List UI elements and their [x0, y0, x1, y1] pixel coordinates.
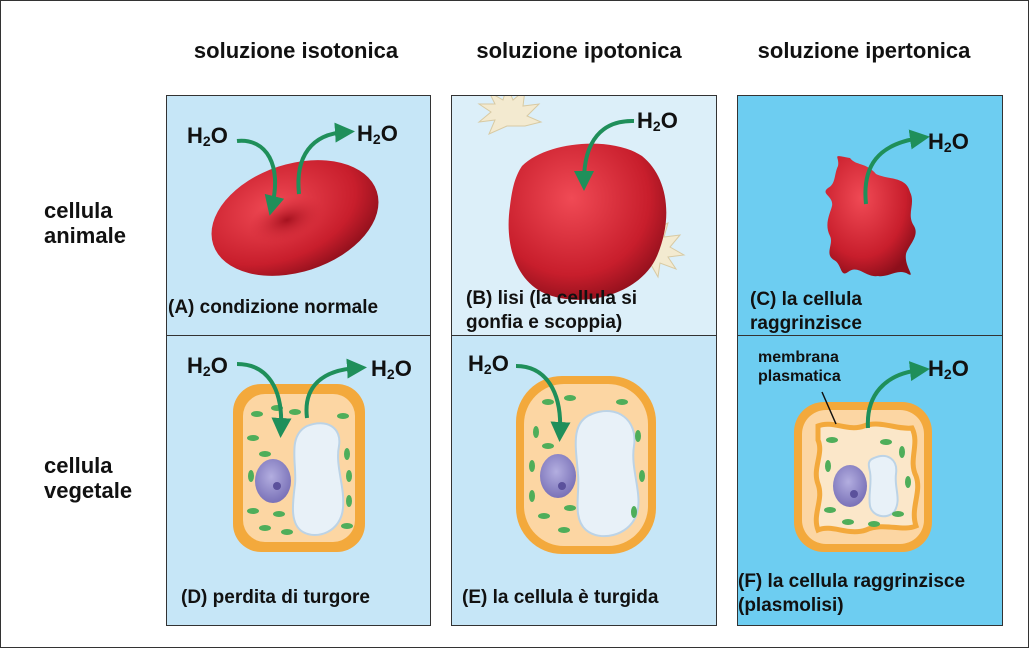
water-out-arrow	[296, 122, 355, 195]
water-o: O	[951, 356, 969, 381]
chloroplasts	[824, 437, 911, 527]
panel-c-hypertonic-animal: H2O (C) la cellula raggrinzisce	[737, 95, 1003, 336]
water-out-arrow	[863, 129, 930, 205]
chloroplasts	[247, 405, 353, 535]
panel-e-hypotonic-plant: H2O (E) la cellula è turgida	[451, 335, 717, 626]
row-header-plant: cellula vegetale	[44, 453, 132, 503]
panel-b-hypotonic-animal: H2O (B) lisi (la cellula si gonfia e sco…	[451, 95, 717, 336]
water-in-arrow	[236, 362, 292, 438]
panel-d-isotonic-plant: H2O H2O (D) perdita di turgore	[166, 335, 431, 626]
lysis-debris-left	[477, 96, 543, 135]
row-header-plant-line1: cellula	[44, 453, 113, 478]
row-header-animal: cellula animale	[44, 198, 126, 248]
caption-d: (D) perdita di turgore	[181, 586, 370, 610]
water-2: 2	[943, 139, 952, 155]
water-h: H	[468, 351, 484, 376]
water-label-in: H2O	[637, 108, 678, 134]
water-2: 2	[943, 366, 952, 382]
column-header-isotonic: soluzione isotonica	[193, 38, 399, 63]
caption-f-line2: (plasmolisi)	[738, 595, 844, 616]
caption-d-line1: (D) perdita di turgore	[181, 587, 370, 608]
water-label-out: H2O	[928, 356, 969, 382]
row-header-plant-line2: vegetale	[44, 478, 133, 503]
column-header-hypotonic: soluzione ipotonica	[476, 38, 682, 63]
nucleus	[540, 454, 576, 498]
water-o: O	[210, 353, 228, 378]
water-h: H	[357, 121, 373, 146]
nucleolus	[850, 490, 858, 498]
caption-e: (E) la cellula è turgida	[462, 586, 658, 610]
water-o: O	[380, 121, 398, 146]
caption-b: (B) lisi (la cellula si gonfia e scoppia…	[466, 287, 637, 335]
water-2: 2	[202, 133, 211, 149]
nucleus	[255, 459, 291, 503]
caption-c-line1: (C) la cellula	[750, 289, 862, 310]
water-label-in: H2O	[187, 123, 228, 149]
chloroplasts	[529, 395, 645, 533]
caption-f: (F) la cellula raggrinzisce (plasmolisi)	[738, 570, 965, 618]
central-vacuole	[291, 422, 345, 536]
water-h: H	[187, 123, 203, 148]
caption-e-line1: (E) la cellula è turgida	[462, 587, 659, 608]
membrane-label-line	[821, 391, 837, 425]
membrane-label-line2: plasmatica	[758, 368, 841, 385]
caption-c-line2: raggrinzisce	[750, 313, 862, 334]
water-h: H	[371, 356, 387, 381]
caption-a-line1: (A) condizione normale	[168, 297, 379, 318]
water-in-arrow	[515, 364, 571, 442]
water-2: 2	[386, 366, 395, 382]
water-o: O	[210, 123, 228, 148]
water-label-out: H2O	[371, 356, 412, 382]
central-vacuole	[574, 410, 640, 538]
nucleolus	[558, 482, 566, 490]
water-label-out: H2O	[928, 129, 969, 155]
shrunken-red-blood-cell	[825, 156, 916, 277]
row-header-animal-line2: animale	[44, 223, 126, 248]
water-o: O	[660, 108, 678, 133]
water-in-arrow	[236, 138, 285, 216]
row-header-animal-line1: cellula	[44, 198, 113, 223]
water-o: O	[951, 129, 969, 154]
water-out-arrow	[304, 358, 367, 419]
column-header-hypertonic: soluzione ipertonica	[757, 38, 971, 63]
water-in-arrow	[574, 118, 635, 191]
nucleus	[833, 465, 867, 507]
water-label-in: H2O	[468, 351, 509, 377]
water-h: H	[928, 356, 944, 381]
water-out-arrow	[865, 361, 930, 429]
caption-c: (C) la cellula raggrinzisce	[750, 288, 862, 335]
central-vacuole	[867, 455, 899, 518]
panel-a-isotonic-animal: H2O H2O (A) condizione normale	[166, 95, 431, 336]
nucleolus	[273, 482, 281, 490]
water-h: H	[637, 108, 653, 133]
water-label-in: H2O	[187, 353, 228, 379]
caption-a: (A) condizione normale	[168, 296, 378, 320]
caption-b-line1: (B) lisi (la cellula si	[466, 288, 638, 309]
membrane-label-line1: membrana	[758, 349, 839, 366]
caption-b-line2: gonfia e scoppia)	[466, 312, 623, 333]
water-o: O	[491, 351, 509, 376]
caption-f-line1: (F) la cellula raggrinzisce	[738, 571, 966, 592]
water-h: H	[187, 353, 203, 378]
water-2: 2	[202, 363, 211, 379]
panel-f-hypertonic-plant: membrana plasmatica H2O (F) la cellula r…	[737, 335, 1003, 626]
water-2: 2	[372, 131, 381, 147]
water-o: O	[394, 356, 412, 381]
water-2: 2	[483, 361, 492, 377]
water-label-out: H2O	[357, 121, 398, 147]
swollen-red-blood-cell	[508, 143, 667, 300]
water-2: 2	[652, 118, 661, 134]
water-h: H	[928, 129, 944, 154]
membrane-label: membrana plasmatica	[758, 348, 841, 386]
